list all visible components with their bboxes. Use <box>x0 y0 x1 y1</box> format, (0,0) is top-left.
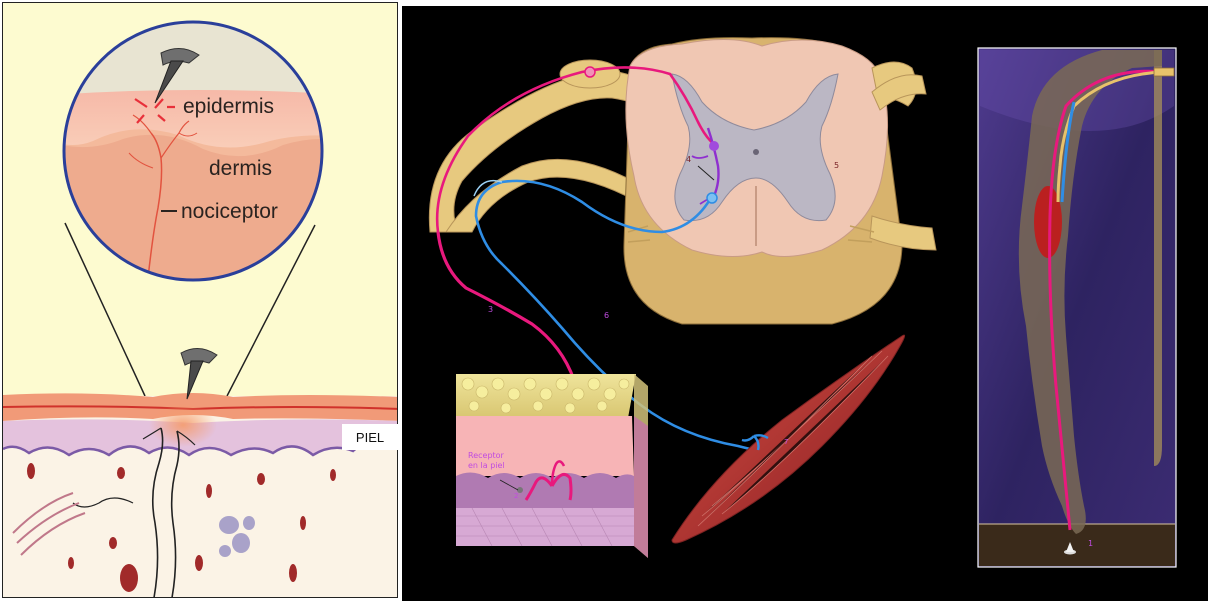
skin-nociceptor-panel: epidermis dermis nociceptor <box>2 2 398 598</box>
skin-block: Receptor en la piel 2 <box>456 374 648 558</box>
label-7: 7 <box>784 438 788 446</box>
spinal-connection <box>1154 68 1174 76</box>
nociceptor-label: nociceptor <box>181 200 278 223</box>
reflex-arc-panel: 5 4 3 6 <box>402 6 1208 601</box>
epidermis-label: epidermis <box>183 95 274 118</box>
air-region <box>53 13 353 95</box>
torso-edge <box>1154 50 1162 466</box>
label-5: 5 <box>834 161 839 170</box>
label-4: 4 <box>686 155 691 164</box>
label-6: 6 <box>604 311 609 320</box>
interneuron-cell-body <box>709 141 719 151</box>
label-1: 1 <box>1088 539 1093 548</box>
skin-nociceptor-illustration: epidermis dermis nociceptor <box>3 3 398 598</box>
skin-cross-section <box>3 393 398 598</box>
label-3: 3 <box>488 305 493 314</box>
magnified-skin-view <box>53 13 353 303</box>
nail-on-skin-icon <box>181 348 217 399</box>
piel-label: PIEL <box>342 424 398 450</box>
label-2: 2 <box>514 492 518 500</box>
arm-reflex-panel: 1 <box>978 48 1176 567</box>
receptor-label-line2: en la piel <box>468 461 505 470</box>
receptor-label-line1: Receptor <box>468 451 505 460</box>
reflex-arc-diagram: 5 4 3 6 <box>402 6 1208 601</box>
central-canal <box>753 149 759 155</box>
sensory-cell-body <box>585 67 595 77</box>
dermis-label: dermis <box>209 157 272 180</box>
motor-neuron-body <box>707 193 717 203</box>
